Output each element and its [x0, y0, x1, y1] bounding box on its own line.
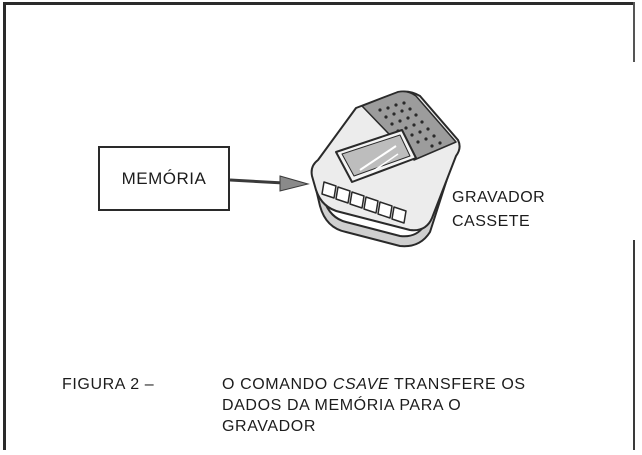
memory-box: MEMÓRIA — [98, 146, 230, 211]
caption-line1: O COMANDO CSAVE TRANSFERE OS — [222, 374, 622, 395]
frame-edge-right — [633, 240, 635, 450]
speaker-grille — [378, 101, 442, 148]
caption-text: O COMANDO CSAVE TRANSFERE OS DADOS DA ME… — [222, 374, 622, 437]
memory-label: MEMÓRIA — [121, 168, 207, 188]
frame-edge-top-right — [633, 2, 635, 62]
caption-command: CSAVE — [332, 376, 390, 393]
transfer-arrow — [229, 175, 310, 192]
recorder-label-line1: GRAVADOR — [452, 189, 546, 206]
figure-frame — [3, 2, 635, 450]
caption-label: FIGURA 2 – — [62, 376, 155, 393]
caption-line3: GRAVADOR — [222, 418, 316, 435]
caption-text-before: O COMANDO — [222, 376, 333, 393]
control-keys — [321, 181, 407, 224]
recorder-label-line2: CASSETE — [452, 213, 531, 230]
cassette-recorder-illustration — [310, 90, 461, 248]
caption-text-after: TRANSFERE OS — [389, 376, 526, 393]
caption-line2: DADOS DA MEMÓRIA PARA O — [222, 397, 462, 414]
recorder-label: GRAVADOR CASSETE — [452, 186, 545, 234]
